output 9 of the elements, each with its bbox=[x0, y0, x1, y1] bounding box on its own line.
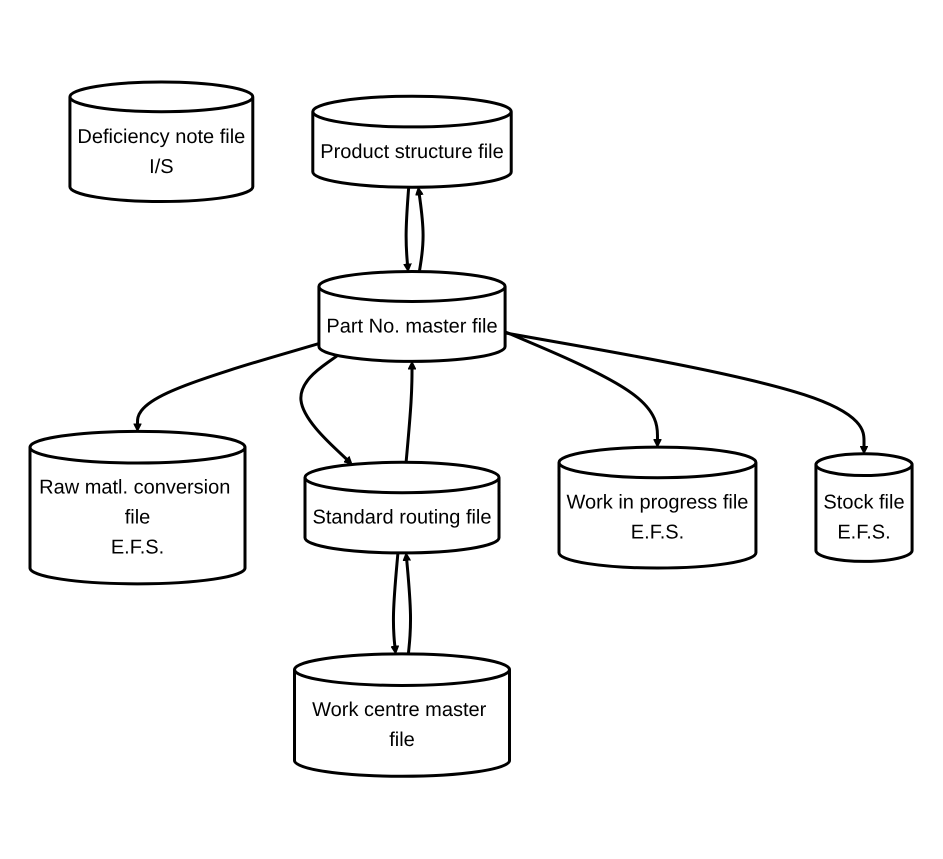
arrow bbox=[402, 552, 412, 654]
arrow bbox=[405, 361, 417, 463]
arrow bbox=[504, 330, 662, 448]
arrow bbox=[390, 553, 400, 655]
arrow bbox=[300, 354, 354, 466]
arrow bbox=[134, 342, 320, 432]
arrow bbox=[415, 187, 426, 272]
arrow bbox=[404, 188, 412, 272]
arrow bbox=[505, 332, 869, 455]
